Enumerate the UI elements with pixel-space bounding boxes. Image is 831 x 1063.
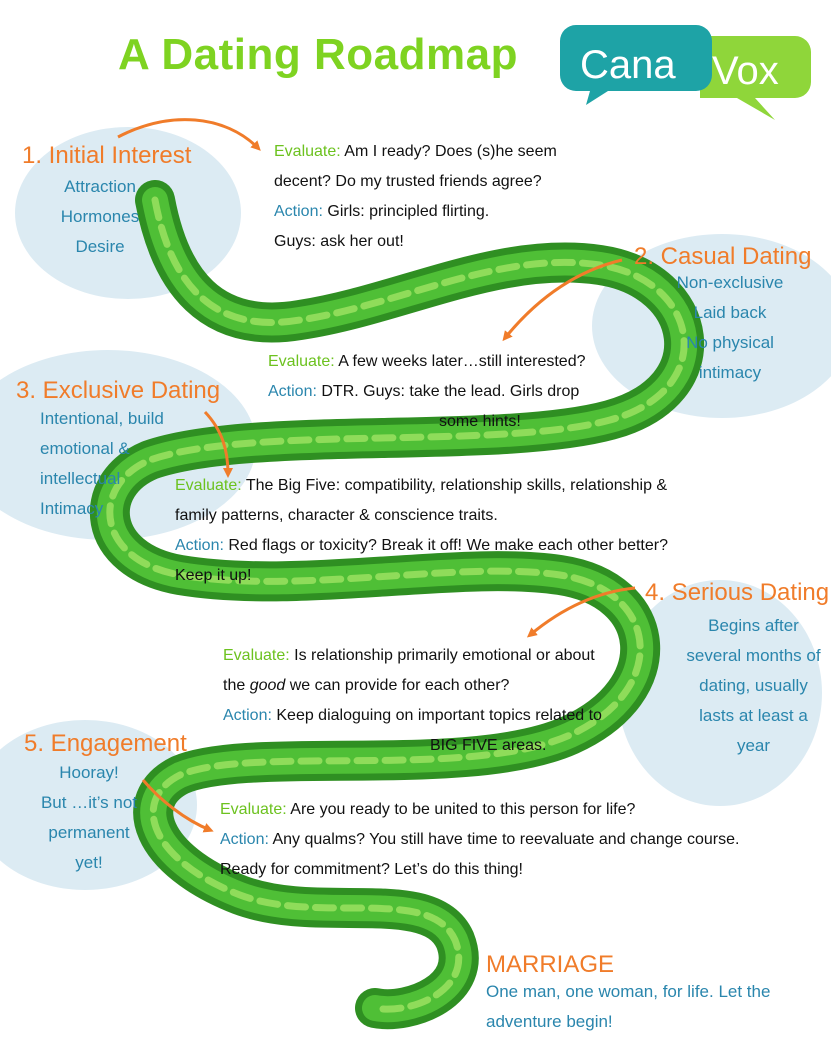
stage-bubble-serious bbox=[618, 580, 822, 806]
arrow-4 bbox=[526, 586, 636, 638]
action-label: Action: bbox=[274, 203, 323, 220]
evaluate-text-post: we can provide for each other? bbox=[285, 677, 510, 694]
stage-desc-line: But …it’s not bbox=[40, 793, 138, 812]
logo-text-vox: Vox bbox=[712, 49, 779, 93]
stage-desc-line: Desire bbox=[75, 237, 125, 256]
evaluate-text-emphasis: good bbox=[249, 677, 286, 694]
block-engagement: Evaluate: Are you ready to be united to … bbox=[220, 795, 739, 885]
marriage-desc-line: adventure begin! bbox=[486, 1012, 613, 1031]
action-label: Action: bbox=[175, 537, 224, 554]
block-line: the good we can provide for each other? bbox=[223, 671, 602, 701]
evaluate-label: Evaluate: bbox=[274, 143, 341, 160]
block-line: Evaluate: Is relationship primarily emot… bbox=[223, 641, 602, 671]
block-line: Action: DTR. Guys: take the lead. Girls … bbox=[268, 377, 586, 407]
marriage-desc: One man, one woman, for life. Let the ad… bbox=[486, 977, 770, 1037]
action-label: Action: bbox=[223, 707, 272, 724]
action-text: Any qualms? You still have time to reeva… bbox=[268, 831, 740, 848]
stage-desc-line: yet! bbox=[75, 853, 103, 872]
block-initial: Evaluate: Am I ready? Does (s)he seem de… bbox=[274, 137, 557, 257]
stage-desc-line: No physical bbox=[686, 333, 774, 352]
stage-desc-line: intimacy bbox=[698, 363, 762, 382]
stage-title-engagement: 5. Engagement bbox=[24, 730, 187, 757]
stage-desc-line: Non-exclusive bbox=[676, 273, 784, 292]
action-label: Action: bbox=[268, 383, 317, 400]
block-exclusive: Evaluate: The Big Five: compatibility, r… bbox=[175, 471, 668, 591]
marriage-title: MARRIAGE bbox=[486, 951, 615, 978]
evaluate-label: Evaluate: bbox=[220, 801, 287, 818]
arrow-1 bbox=[117, 118, 261, 151]
stage-bubble-exclusive bbox=[0, 350, 256, 540]
stage-desc-initial: Attraction Hormones Desire bbox=[40, 172, 160, 262]
stage-desc-line: intellectual bbox=[40, 469, 121, 488]
stage-desc-line: Hooray! bbox=[59, 763, 119, 782]
arrow-3 bbox=[203, 410, 233, 478]
stage-desc-line: Begins after bbox=[708, 616, 799, 635]
block-line: Evaluate: The Big Five: compatibility, r… bbox=[175, 471, 668, 501]
evaluate-label: Evaluate: bbox=[175, 477, 242, 494]
evaluate-text: The Big Five: compatibility, relationshi… bbox=[241, 477, 668, 494]
action-text: DTR. Guys: take the lead. Girls drop bbox=[316, 383, 580, 400]
green-road bbox=[89, 180, 705, 1030]
evaluate-text: Am I ready? Does (s)he seem bbox=[340, 143, 557, 160]
stage-desc-exclusive: Intentional, build emotional & intellect… bbox=[40, 404, 164, 524]
evaluate-label: Evaluate: bbox=[268, 353, 335, 370]
evaluate-label: Evaluate: bbox=[223, 647, 290, 664]
stage-desc-line: emotional & bbox=[40, 439, 130, 458]
block-line: Ready for commitment? Let’s do this thin… bbox=[220, 861, 523, 878]
stage-desc-line: Laid back bbox=[693, 303, 767, 322]
block-line: Action: Any qualms? You still have time … bbox=[220, 825, 739, 855]
action-text: Red flags or toxicity? Break it off! We … bbox=[223, 537, 668, 554]
block-line: Action: Red flags or toxicity? Break it … bbox=[175, 531, 668, 561]
block-line: BIG FIVE areas. bbox=[430, 737, 547, 754]
stage-desc-casual: Non-exclusive Laid back No physical inti… bbox=[660, 268, 800, 388]
stage-desc-line: Intimacy bbox=[40, 499, 104, 518]
action-text: Girls: principled flirting. bbox=[322, 203, 490, 220]
stage-desc-line: Intentional, build bbox=[40, 409, 164, 428]
marriage-desc-line: One man, one woman, for life. Let the bbox=[486, 982, 771, 1001]
stage-title-exclusive: 3. Exclusive Dating bbox=[16, 377, 221, 404]
arrow-2 bbox=[502, 258, 623, 342]
stage-desc-engagement: Hooray! But …it’s not permanent yet! bbox=[24, 758, 154, 878]
action-text: Keep dialoguing on important topics rela… bbox=[271, 707, 602, 724]
stage-desc-line: Attraction bbox=[64, 177, 136, 196]
logo-text-cana: Cana bbox=[580, 43, 676, 87]
block-line: Guys: ask her out! bbox=[274, 233, 404, 250]
block-line: Action: Girls: principled flirting. bbox=[274, 197, 557, 227]
block-serious: Evaluate: Is relationship primarily emot… bbox=[223, 641, 602, 761]
evaluate-text-pre: the bbox=[223, 677, 250, 694]
block-line: Action: Keep dialoguing on important top… bbox=[223, 701, 602, 731]
stage-desc-line: several months of bbox=[686, 646, 821, 665]
canavox-logo: Cana Vox bbox=[560, 25, 811, 120]
block-casual: Evaluate: A few weeks later…still intere… bbox=[268, 347, 586, 437]
block-line: some hints! bbox=[439, 413, 521, 430]
block-line: Keep it up! bbox=[175, 567, 252, 584]
stage-desc-line: dating, usually bbox=[699, 676, 808, 695]
arrow-5 bbox=[141, 779, 214, 833]
block-line: Evaluate: Am I ready? Does (s)he seem bbox=[274, 137, 557, 167]
stage-desc-line: year bbox=[736, 736, 771, 755]
block-line: Evaluate: A few weeks later…still intere… bbox=[268, 347, 586, 377]
orange-arrows bbox=[117, 118, 636, 833]
evaluate-text: Are you ready to be united to this perso… bbox=[286, 801, 636, 818]
block-line: Evaluate: Are you ready to be united to … bbox=[220, 795, 739, 825]
evaluate-text: Is relationship primarily emotional or a… bbox=[289, 647, 595, 664]
evaluate-text: A few weeks later…still interested? bbox=[334, 353, 586, 370]
stage-desc-line: permanent bbox=[48, 823, 130, 842]
stage-desc-serious: Begins after several months of dating, u… bbox=[676, 611, 831, 761]
action-label: Action: bbox=[220, 831, 269, 848]
page-title: A Dating Roadmap bbox=[118, 30, 518, 79]
stage-title-initial: 1. Initial Interest bbox=[22, 142, 192, 169]
block-line: decent? Do my trusted friends agree? bbox=[274, 173, 542, 190]
stage-desc-line: lasts at least a bbox=[699, 706, 808, 725]
stage-title-serious: 4. Serious Dating bbox=[645, 579, 830, 606]
stage-title-casual: 2. Casual Dating bbox=[634, 243, 812, 270]
stage-desc-line: Hormones bbox=[60, 207, 140, 226]
block-line: family patterns, character & conscience … bbox=[175, 507, 498, 524]
